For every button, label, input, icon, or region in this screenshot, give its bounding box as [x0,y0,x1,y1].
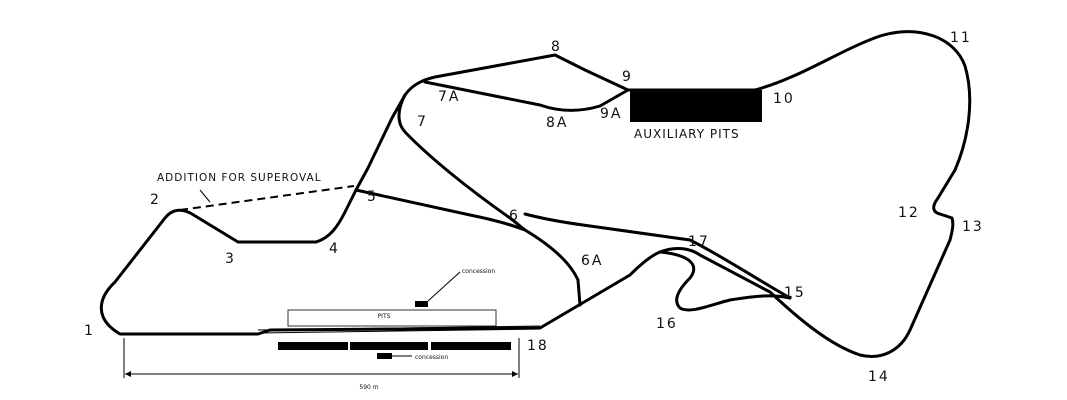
garage-block-2 [350,342,428,350]
turn-label-16: 16 [656,316,678,332]
pit-lane-upper [257,325,541,331]
distance-arrow-right [512,371,518,377]
superoval-label: ADDITION FOR SUPEROVAL [157,172,322,184]
turn-label-9: 9 [622,69,633,85]
garage-block-3 [431,342,511,350]
turn-label-18: 18 [527,338,549,354]
section-16-loop [658,250,792,312]
concession-top-pointer [427,271,461,302]
pit-lane-lower [257,328,541,334]
turn-label-8a: 8A [546,115,568,131]
turn-label-10: 10 [773,91,795,107]
turn-label-5: 5 [367,189,378,205]
turn-label-8: 8 [551,39,562,55]
turn-label-7: 7 [417,114,428,130]
concession-bottom-label: concession [415,354,448,361]
turn-label-13: 13 [962,219,984,235]
turn-label-2: 2 [150,192,161,208]
turn-label-17: 17 [688,234,710,250]
pits-box [287,309,497,327]
concession-top-label: concession [462,268,495,275]
pits-label: PITS [378,313,391,320]
main-circuit [99,30,972,358]
infield-5-6-6a [354,188,582,307]
turn-label-1: 1 [84,323,95,339]
concession-bottom-marker [377,353,392,359]
section-7a-8a-9a [423,80,630,112]
turn-label-7a: 7A [438,89,460,105]
distance-arrow-left [125,371,131,377]
auxiliary-pits-block [630,90,762,122]
superoval-pointer [199,189,211,203]
garage-block-1 [278,342,348,350]
turn-label-4: 4 [329,241,340,257]
section-6-17 [523,212,792,300]
turn-label-9a: 9A [600,106,622,122]
turn-label-3: 3 [225,251,236,267]
turn-label-6a: 6A [581,253,603,269]
distance-label: 590 m [359,384,378,391]
turn-label-12: 12 [898,205,920,221]
turn-label-6: 6 [509,208,520,224]
auxiliary-pits-label: AUXILIARY PITS [634,127,740,141]
turn-label-15: 15 [784,285,806,301]
turn-label-14: 14 [868,369,890,385]
superoval-dashed-line [179,185,355,211]
section-7 [397,93,527,232]
concession-top-marker [415,301,428,307]
turn-label-11: 11 [950,30,972,46]
